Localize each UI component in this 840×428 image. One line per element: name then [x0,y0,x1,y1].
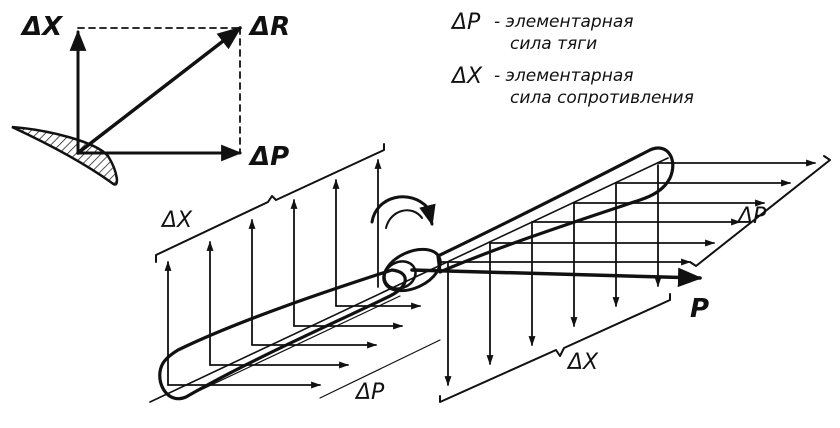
legend-item1-line2: сила тяги [510,34,598,54]
left-dp-guide [189,295,401,396]
rotation-arrow [370,195,436,227]
right-dp-arrows [439,155,831,267]
rotation-arrow-inner [385,209,423,229]
force-triangle [11,26,243,186]
legend-item2-symbol: ΔX [452,64,483,89]
left-dp-arrows [167,295,441,399]
label-dp-right-blade: ΔP [738,204,767,229]
total-thrust-arrow [410,267,703,288]
blade-axis-line [149,157,669,403]
left-dx-brace [155,143,385,263]
right-dx-arrows [439,164,671,403]
legend-item2-line1: - элементарная [494,66,634,86]
legend-item1-line1: - элементарная [494,12,634,32]
right-dp-brace [689,155,831,267]
legend-item1-symbol: ΔP [452,10,481,35]
label-dx-triangle: ΔX [22,12,63,42]
legend-item2-line2: сила сопротивления [510,88,694,108]
label-dx-left-blade: ΔX [162,208,193,233]
left-blade [158,268,407,401]
dr-vector-arrow [76,26,242,155]
label-dr-triangle: ΔR [250,12,291,42]
right-dx-brace [439,293,671,403]
label-dp-left-blade: ΔP [356,380,385,405]
airfoil-section [11,125,119,186]
left-dx-arrows [155,143,385,386]
label-dp-triangle: ΔP [250,142,290,172]
label-total-thrust: P [690,294,710,324]
propeller [149,146,675,403]
left-dp-guide2 [319,339,441,399]
right-blade [436,146,675,274]
label-dx-right-blade: ΔX [568,350,599,375]
hub-front [383,260,417,290]
